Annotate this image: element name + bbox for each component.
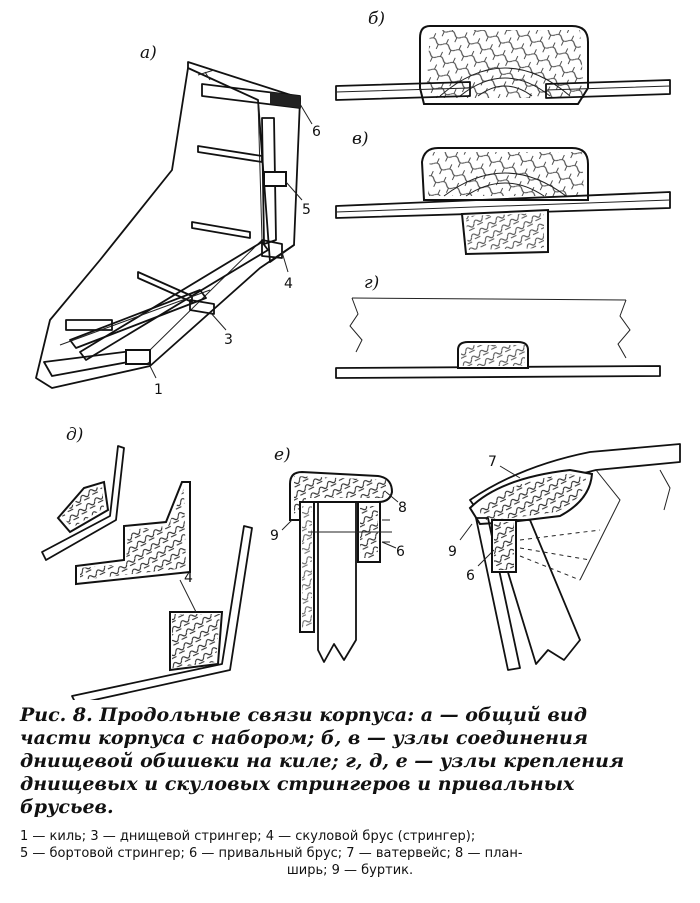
callout-e-6: 6 <box>396 544 405 560</box>
frame-lower <box>137 271 193 303</box>
bilge-stringer <box>79 241 269 361</box>
panel-b-keel-joint: б) <box>335 9 671 105</box>
bottom-planking-v <box>335 191 671 219</box>
panel-v-keel-joint: в) <box>335 129 671 256</box>
legend-line-2: 5 — бортовой стрингер; 6 — привальный бр… <box>20 846 523 861</box>
frame-timber-e <box>317 501 357 663</box>
callout-d-4: 4 <box>184 570 193 586</box>
panel-d-bilge-stringer: д) 4 <box>41 425 253 700</box>
bilge-stringer-block <box>261 239 283 259</box>
planking-d-top <box>41 445 125 561</box>
panel-label-a: а) <box>140 43 157 63</box>
callout-1: 1 <box>154 382 163 398</box>
side-stringer-block <box>263 171 287 187</box>
bottom-stringer <box>69 289 207 349</box>
caption-lead: Рис. 8. <box>20 704 93 726</box>
bottom-planking-g <box>335 365 661 379</box>
panel-label-b: б) <box>368 9 385 29</box>
callout-e-8: 8 <box>398 500 407 516</box>
callout-4: 4 <box>284 276 293 292</box>
planking-d-bottom <box>71 525 253 700</box>
panel-label-d: д) <box>66 425 83 445</box>
panel-label-e: е) <box>274 445 291 465</box>
callout-5: 5 <box>302 202 311 218</box>
legend-line-1: 1 — киль; 3 — днищевой стрингер; 4 — ску… <box>20 829 476 844</box>
hull-outline <box>35 67 295 389</box>
side-stringer <box>261 117 277 245</box>
panel-label-g: г) <box>364 273 379 293</box>
panel-label-v: в) <box>352 129 369 149</box>
panel-e-gunwale-left: е) 8 6 9 <box>270 445 407 663</box>
caption-line-2: части корпуса с набором; б, в — узлы сое… <box>20 727 588 749</box>
frame-timber-e-right <box>491 519 581 665</box>
caption-line-1: Продольные связи корпуса: а — общий вид <box>92 704 587 726</box>
callout-e-7: 7 <box>488 454 497 470</box>
panel-a-general-view: а) 1 3 4 5 6 <box>35 43 321 398</box>
side-planking-e-right <box>475 517 521 671</box>
callout-3: 3 <box>224 332 233 348</box>
caption-line-3: днищевой обшивки на киле; г, д, е — узлы… <box>20 750 625 772</box>
callout-e-9-right: 9 <box>448 544 457 560</box>
figure-legend: 1 — киль; 3 — днищевой стрингер; 4 — ску… <box>20 828 680 879</box>
bottom-planking-left-b <box>335 81 471 101</box>
panel-g-stringer-fastening: г) <box>335 273 661 379</box>
side-shell <box>187 61 301 263</box>
hull-longitudinal-members-figure: а) 1 3 4 5 6 <box>35 9 681 700</box>
callout-e-9: 9 <box>270 528 279 544</box>
legend-line-3: ширь; 9 — буртик. <box>286 863 414 878</box>
caption-line-4: днищевых и скуловых стрингеров и приваль… <box>20 773 575 795</box>
callout-6: 6 <box>312 124 321 140</box>
bottom-planking-right-b <box>545 79 671 99</box>
frame-upper <box>197 145 263 163</box>
keel-block <box>125 349 151 365</box>
caption-line-5: брусьев. <box>20 796 114 818</box>
frame-middle <box>191 221 251 239</box>
callout-e-6-right: 6 <box>466 568 475 584</box>
panel-e-waterway-right: 7 9 6 <box>448 443 681 671</box>
figure-caption: Рис. 8. Продольные связи корпуса: а — об… <box>20 704 680 819</box>
